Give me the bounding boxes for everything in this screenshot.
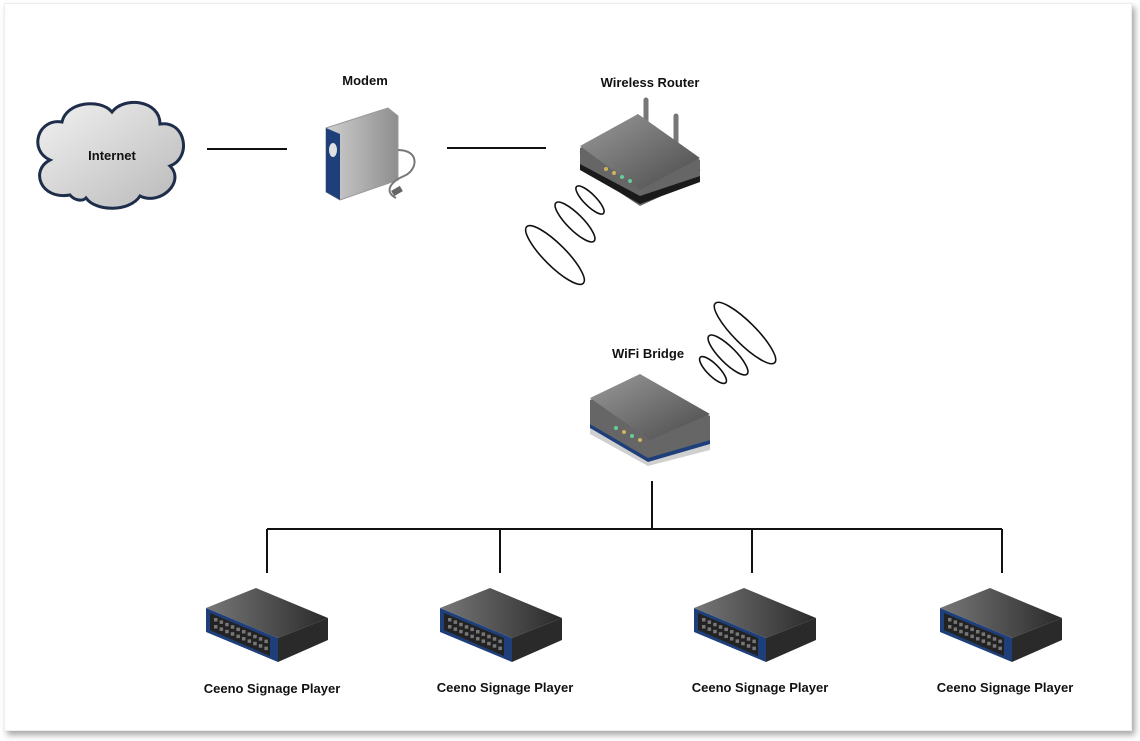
modem-label: Modem: [342, 73, 388, 88]
signage-player-icon: [206, 588, 328, 662]
bridge-bus-lines: [266, 481, 1003, 573]
router-wifi-waves-icon: [524, 185, 605, 286]
wireless-router-label: Wireless Router: [600, 75, 700, 90]
modem-icon: [325, 107, 416, 201]
cloud-icon: [36, 101, 185, 210]
wireless-router-icon: [579, 97, 701, 206]
signage-player-icon: [440, 588, 562, 662]
player-label-1: Ceeno Signage Player: [203, 681, 341, 696]
player-label-4: Ceeno Signage Player: [936, 680, 1074, 695]
signage-player-icon: [940, 588, 1062, 662]
signage-player-icon: [694, 588, 816, 662]
internet-label: Internet: [88, 148, 136, 163]
player-label-2: Ceeno Signage Player: [436, 680, 574, 695]
wifi-bridge-label: WiFi Bridge: [611, 346, 685, 361]
player-label-3: Ceeno Signage Player: [691, 680, 829, 695]
wifi-bridge-icon: [590, 374, 710, 466]
bridge-wifi-waves-icon: [698, 301, 777, 385]
